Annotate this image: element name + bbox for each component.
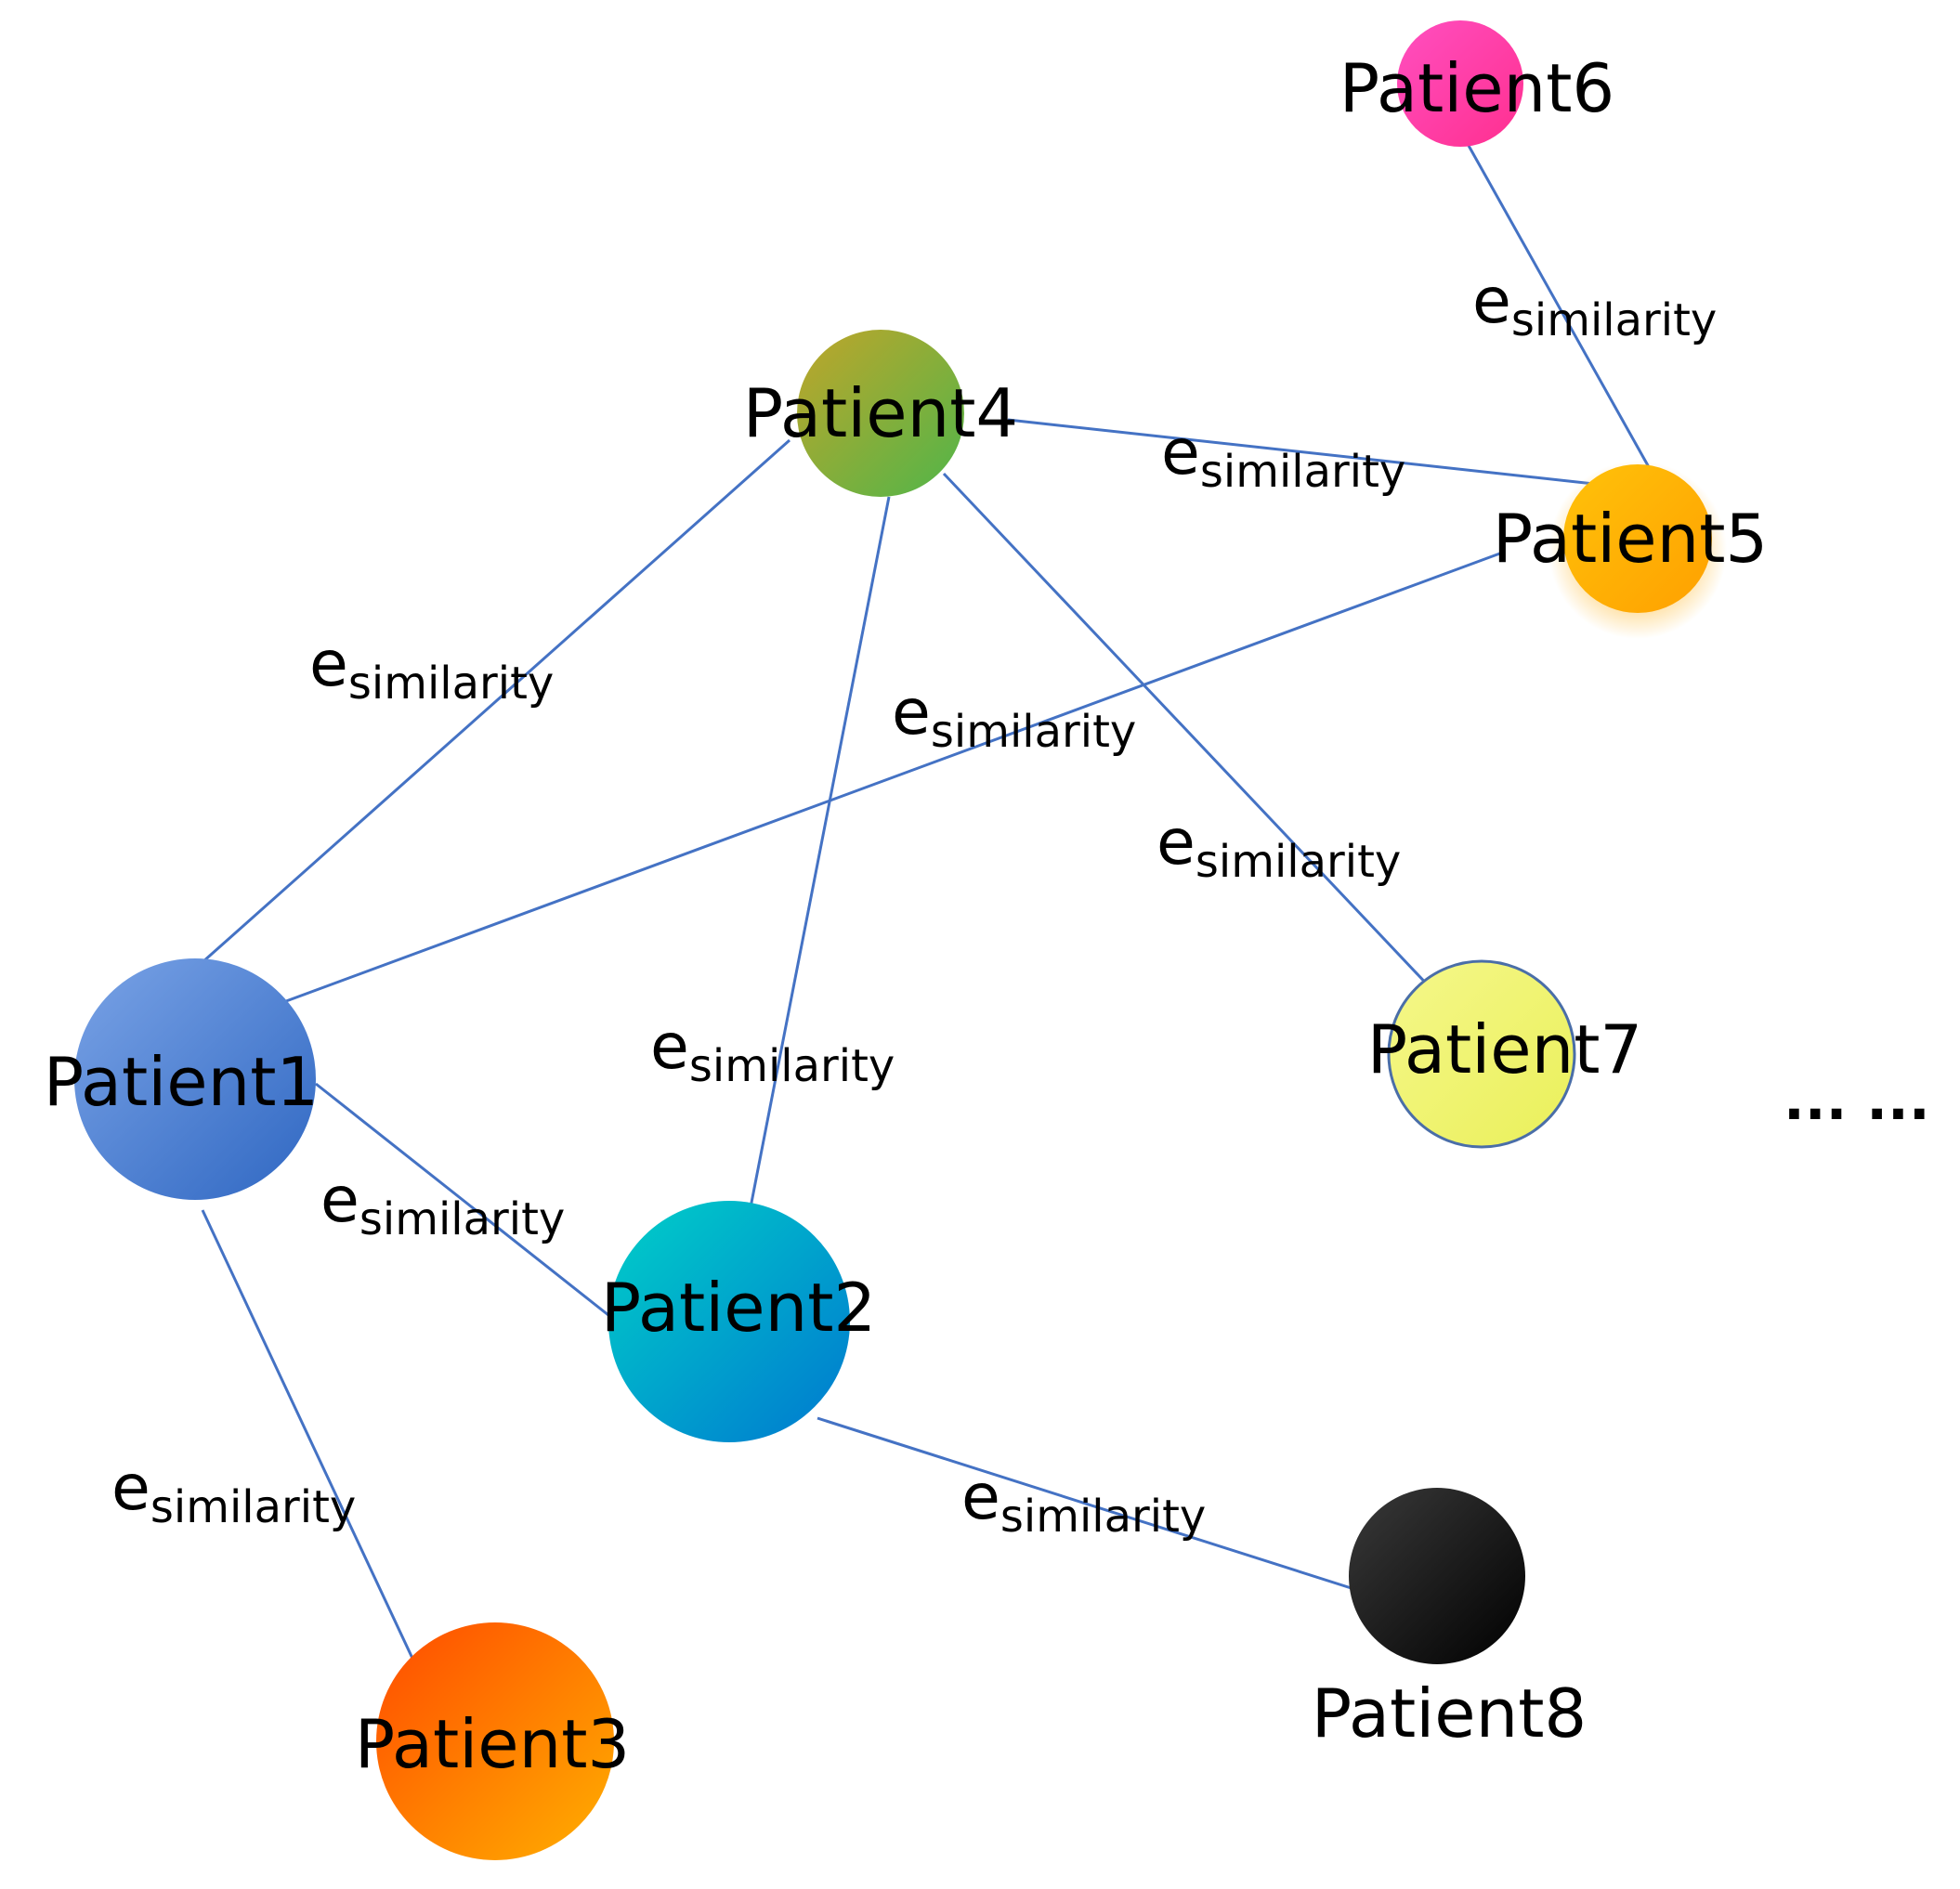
edge-label-p1-p3: esimilarity — [111, 1452, 356, 1533]
more-nodes-ellipsis: ... ... — [1784, 1068, 1930, 1133]
node-circle-patient1 — [74, 958, 316, 1200]
node-circle-patient8 — [1349, 1488, 1525, 1664]
edge-label-p4-p5: esimilarity — [1161, 416, 1405, 498]
edge-p1-p2 — [315, 1082, 614, 1321]
edges — [201, 143, 1651, 1665]
node-label-patient6: Patient6 — [1339, 49, 1615, 127]
edge-label-p4-p2: esimilarity — [650, 1010, 895, 1092]
node-patient1: Patient1 — [44, 958, 320, 1200]
nodes: Patient6 Patient4 Patient5 Patient1 Pati… — [44, 20, 1769, 1860]
edge-p6-p5 — [1466, 143, 1651, 468]
node-patient4: Patient4 — [743, 330, 1019, 497]
node-circle-patient2 — [608, 1201, 850, 1442]
node-label-patient2: Patient2 — [601, 1269, 877, 1347]
node-patient6: Patient6 — [1339, 20, 1615, 147]
node-circle-patient5 — [1563, 464, 1712, 613]
edge-label-p4-p1: esimilarity — [309, 628, 554, 710]
node-circle-patient4 — [797, 330, 964, 497]
edge-p1-p3 — [201, 1209, 417, 1665]
edge-label-p6-p5: esimilarity — [1472, 265, 1717, 346]
edge-p4-p2 — [749, 496, 891, 1208]
node-patient2: Patient2 — [601, 1201, 877, 1442]
node-patient5: Patient5 — [1493, 461, 1769, 639]
node-patient7: Patient7 — [1367, 959, 1643, 1149]
edge-label-p1-p5: esimilarity — [892, 676, 1136, 758]
node-patient8: Patient8 — [1312, 1488, 1588, 1752]
edge-p4-p1 — [202, 438, 791, 964]
edge-label-p2-p8: esimilarity — [961, 1461, 1206, 1543]
node-circle-patient3 — [376, 1622, 614, 1860]
node-label-patient3: Patient3 — [355, 1705, 631, 1783]
edge-label-p4-p7: esimilarity — [1156, 806, 1401, 888]
node-circle-patient6 — [1397, 20, 1523, 147]
edge-p4-p5 — [1007, 418, 1603, 487]
edge-labels: esimilarity esimilarity esimilarity esim… — [111, 265, 1717, 1543]
edge-p4-p7 — [942, 472, 1434, 992]
node-label-patient1: Patient1 — [44, 1043, 320, 1121]
node-label-patient7: Patient7 — [1367, 1010, 1643, 1088]
node-label-patient5: Patient5 — [1493, 500, 1769, 578]
node-patient3: Patient3 — [355, 1622, 631, 1860]
edge-p2-p8 — [817, 1416, 1361, 1593]
edge-p1-p5 — [285, 550, 1506, 1003]
node-label-patient8: Patient8 — [1312, 1674, 1588, 1752]
node-circle-patient7 — [1387, 959, 1576, 1149]
node-label-patient4: Patient4 — [743, 374, 1019, 452]
edge-label-p1-p2: esimilarity — [320, 1164, 565, 1245]
